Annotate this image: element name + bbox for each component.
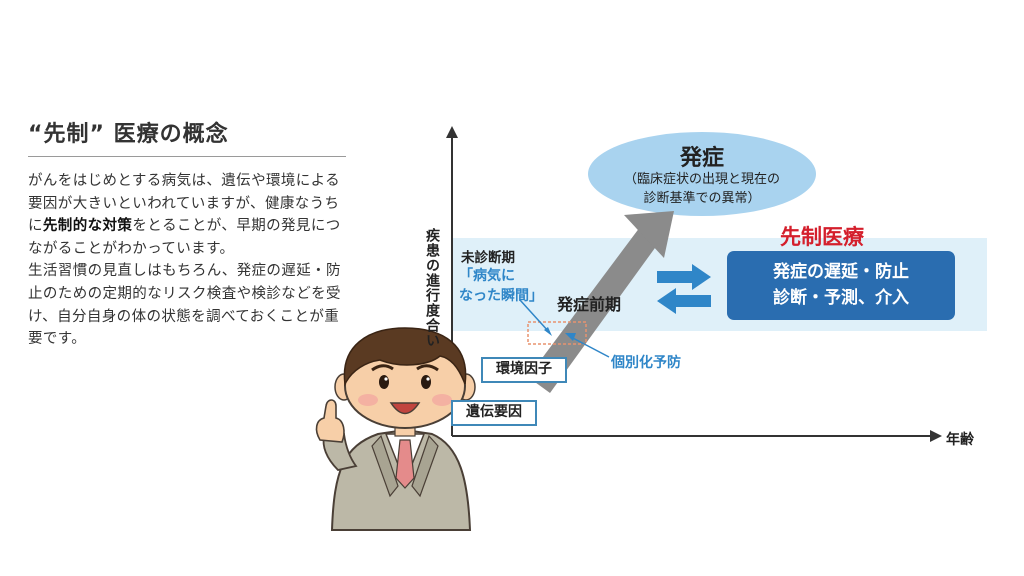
environment-factor-box: 環境因子	[481, 357, 567, 383]
preemptive-medicine-label: 先制医療	[780, 225, 864, 249]
x-axis-label: 年齢	[946, 432, 974, 448]
two-way-arrow-icon	[657, 264, 711, 314]
onset-ellipse	[588, 132, 816, 216]
page-title: “先制” 医療の概念	[28, 116, 346, 157]
moment-of-illness-label: 「病気に なった瞬間」	[459, 268, 543, 304]
preemptive-medicine-box: 発症の遅延・防止 診断・予測、介入	[727, 251, 955, 320]
moment-pointer	[519, 299, 550, 333]
preemptive-line-2: 診断・予測、介入	[773, 288, 909, 308]
paragraph-2: 生活習慣の見直しはもちろん、発症の遅延・防止のための定期的なリスク検査や検診など…	[28, 263, 341, 348]
article-body: がんをはじめとする病気は、遺伝や環境による要因が大きいといわれていますが、健康な…	[28, 170, 350, 351]
genetic-factor-box: 遺伝要因	[451, 400, 537, 426]
paragraph-1: がんをはじめとする病気は、遺伝や環境による要因が大きいといわれていますが、健康な…	[28, 173, 341, 257]
personalized-prevention-label: 個別化予防	[611, 355, 681, 371]
y-axis-arrowhead	[446, 126, 458, 138]
y-axis-label: 疾患の進行度合い	[424, 228, 440, 348]
x-axis-arrowhead	[930, 430, 942, 442]
emphasis-text: 先制的な対策	[42, 218, 133, 235]
undiagnosed-period-label: 未診断期	[461, 250, 515, 266]
doctor-illustration	[315, 327, 476, 531]
preemptive-line-1: 発症の遅延・防止	[773, 262, 909, 282]
prevention-pointer	[568, 335, 610, 358]
onset-description: （臨床症状の出現と現在の 診断基準での異常）	[623, 172, 780, 206]
onset-title: 発症	[679, 146, 724, 171]
progress-arrow-icon	[528, 211, 674, 393]
pre-onset-period-label: 発症前期	[557, 295, 622, 314]
